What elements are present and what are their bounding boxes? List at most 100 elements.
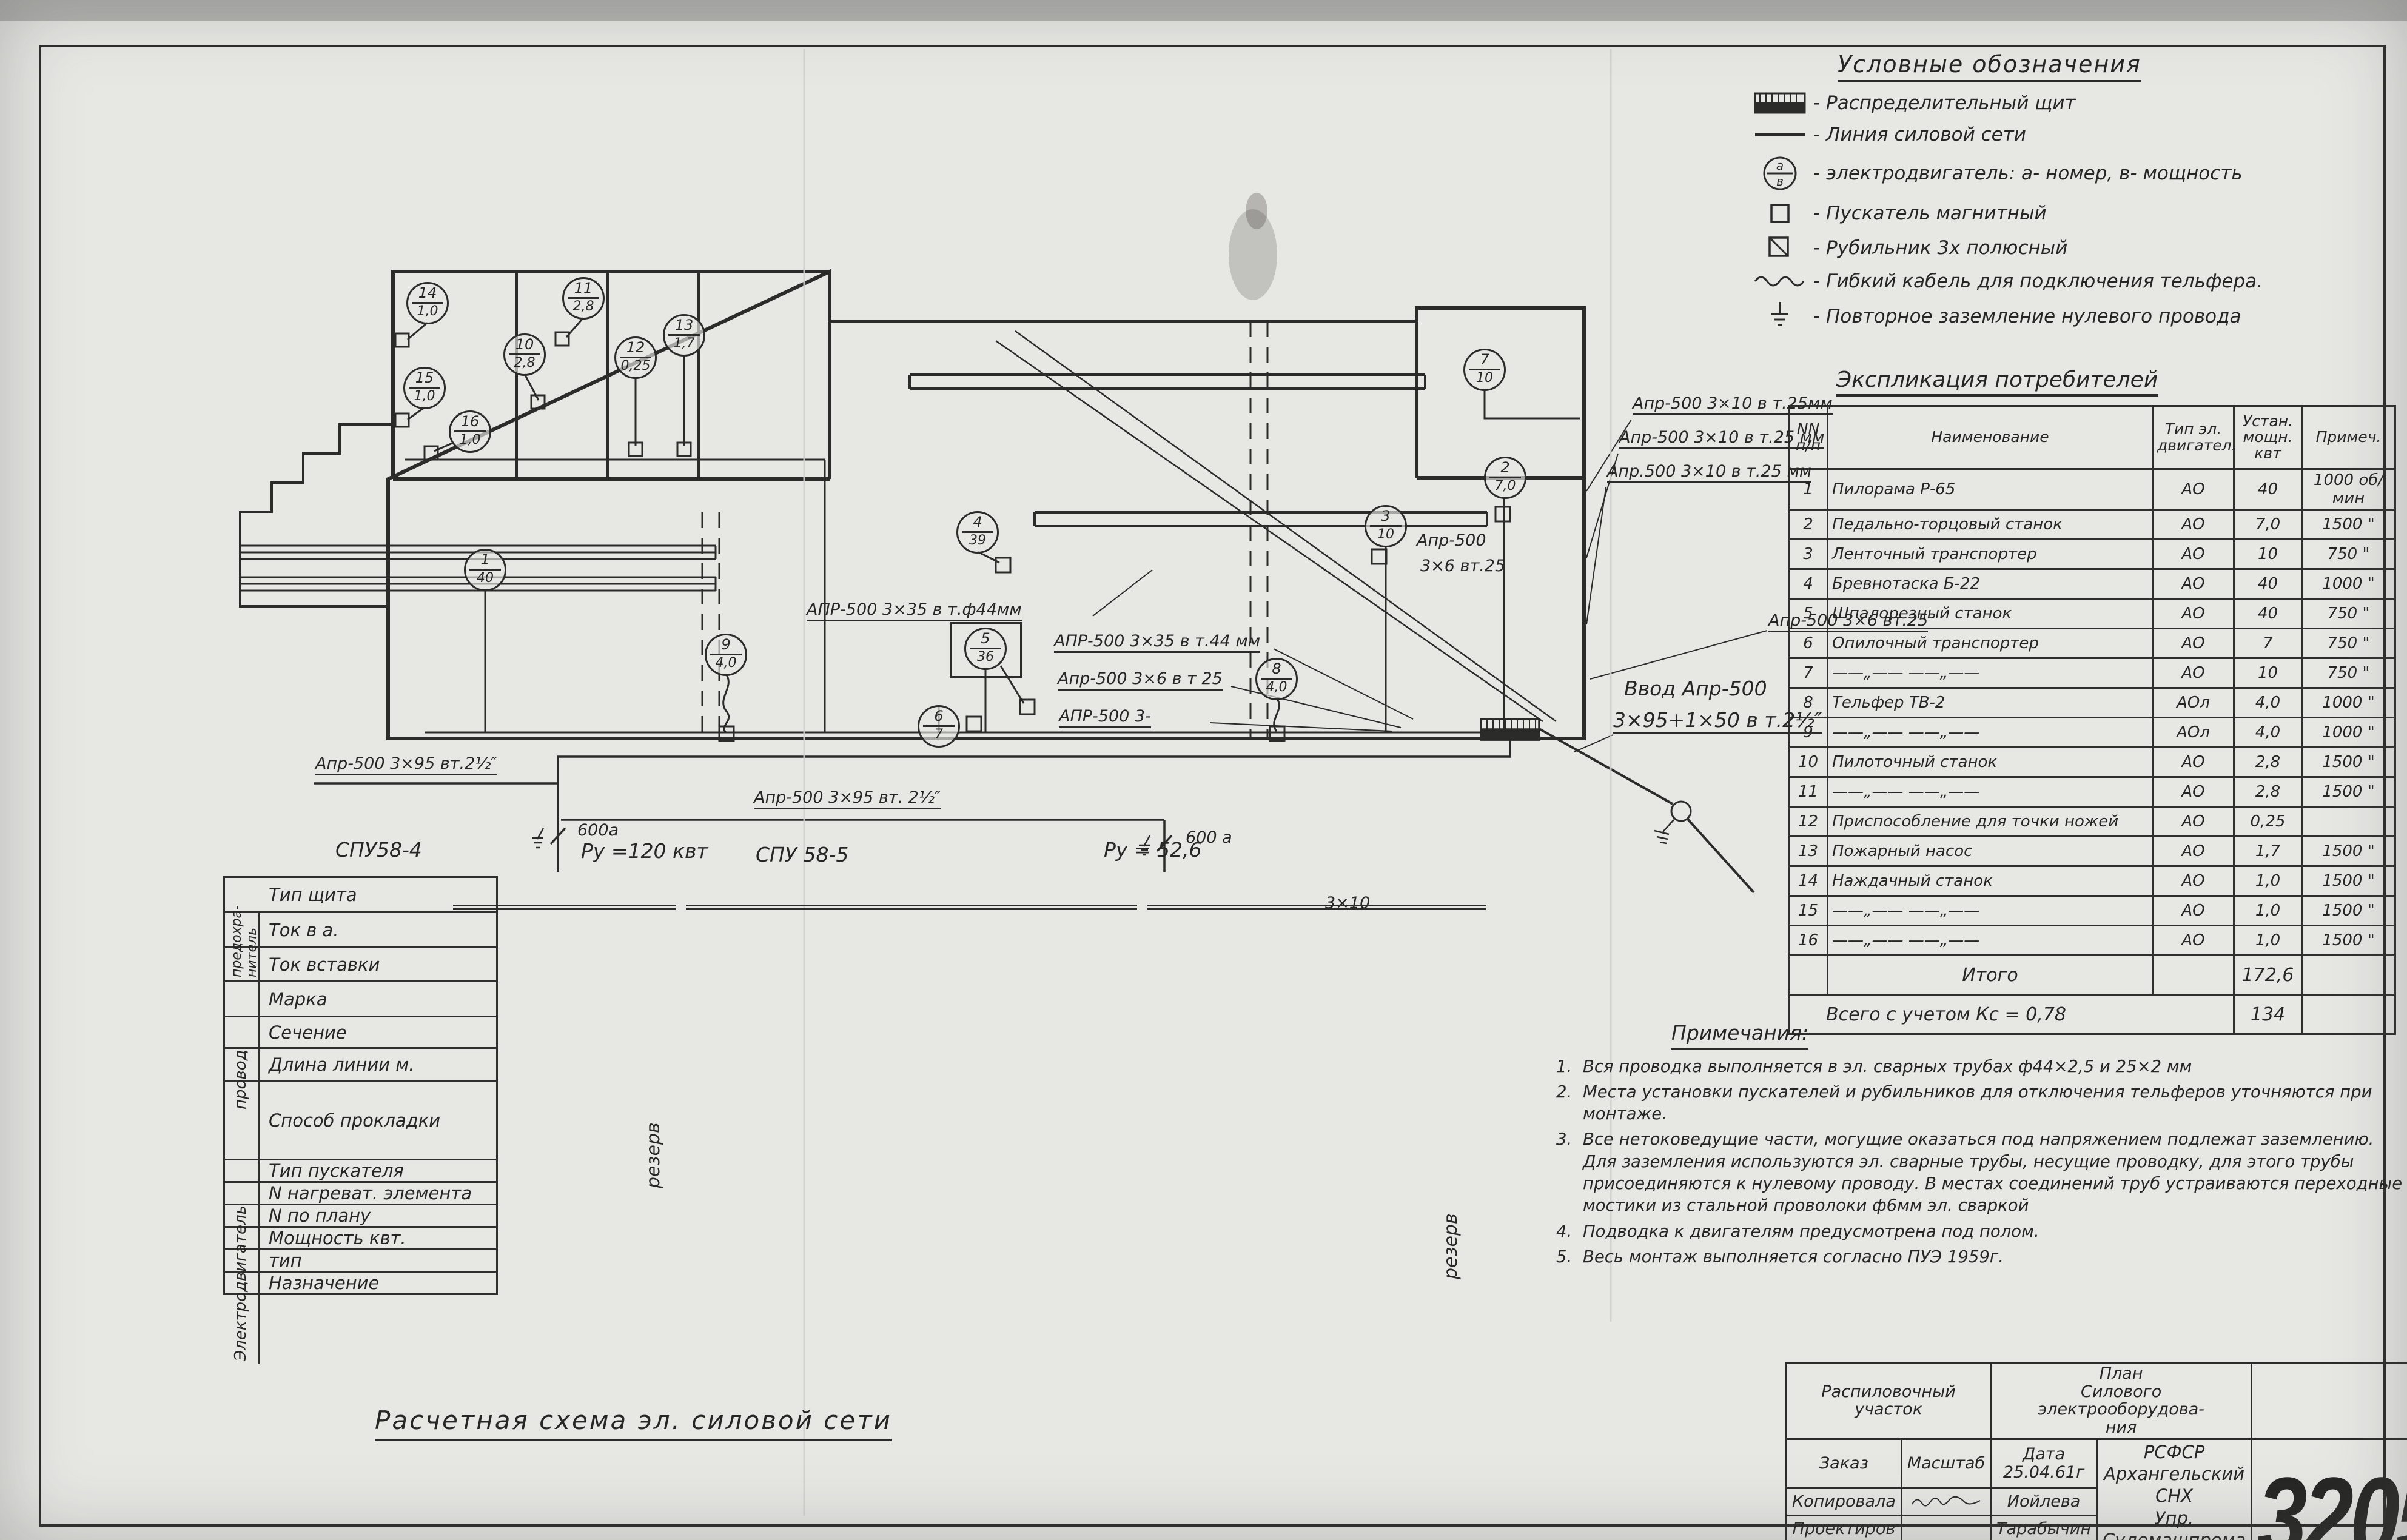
- calc-row: Сечение: [223, 1016, 498, 1049]
- legend-item: Распределительный щит: [1747, 91, 2365, 115]
- cable-label: Апр-500 3×6 в т 25: [1058, 669, 1223, 691]
- motor-symbol: 12 0,25: [614, 336, 657, 379]
- consumer-row: 15 ——„—— ——„—— АО 1,0 1500 ": [1788, 895, 2396, 926]
- motor-symbol: 2 7,0: [1484, 457, 1526, 499]
- consumer-row: 11 ——„—— ——„—— АО 2,8 1500 ": [1788, 776, 2396, 808]
- motor-symbol: 13 1,7: [663, 314, 705, 357]
- motor-symbol: 6 7: [918, 705, 960, 748]
- switchboard-icon: [1747, 91, 1813, 115]
- busbar: [686, 905, 1137, 910]
- magnetic-starter-icon: [1747, 201, 1813, 226]
- calc-row: Длина линии м.: [223, 1047, 498, 1082]
- signature: [1900, 1487, 1992, 1516]
- consumer-row: 6 Опилочный транспортер АО 7 750 ": [1788, 628, 2396, 659]
- reserve-column-label: резерв: [1440, 1213, 1462, 1279]
- calc-group-fuse: предохра- нитель: [229, 905, 260, 977]
- calc-row-label: Сечение: [223, 1016, 498, 1049]
- reserve-column-label: резерв: [643, 1122, 664, 1188]
- calc-row-label: Ток в а.: [223, 911, 498, 948]
- col-header: Наименование: [1827, 405, 2154, 470]
- cable-label: АПР-500 3×35 в т.44 мм: [1054, 632, 1261, 653]
- drawing-number: 3205: [2251, 1418, 2407, 1540]
- cable-label: Ру =120 квт: [581, 839, 708, 863]
- consumer-row: 4 Бревнотаска Б-22 АО 40 1000 ": [1788, 568, 2396, 600]
- cable-label: Апр-500 3×95 вт.2½″: [315, 754, 497, 775]
- calc-row-label: Длина линии м.: [223, 1047, 498, 1082]
- motor-symbol: 7 10: [1463, 349, 1506, 391]
- calc-row-label: Тип щита: [223, 876, 498, 913]
- cable-label: Апр-500: [1417, 531, 1486, 550]
- consumers-table: Экспликация потребителей NN п/п Наименов…: [1788, 367, 2396, 1035]
- calc-row-label: Назначение: [223, 1271, 498, 1295]
- calc-row-label: N нагреват. элемента: [223, 1181, 498, 1205]
- motor-symbol: 16 1,0: [449, 410, 491, 453]
- ground-icon: [1747, 301, 1813, 332]
- calc-row: Способ прокладки: [223, 1080, 498, 1160]
- motor-symbol: 4 39: [956, 511, 999, 554]
- note-item: 2. Места установки пускателей и рубильни…: [1556, 1082, 2372, 1124]
- note-item: 1. Вся проводка выполняется в эл. сварны…: [1556, 1056, 2192, 1076]
- grand-total-row: Всего с учетом Кс = 0,78 134: [1788, 994, 2396, 1035]
- svg-text:а: а: [1776, 158, 1784, 173]
- col-header: Устан. мощн. квт: [2233, 405, 2303, 470]
- knife-switch-icon: [1747, 234, 1813, 262]
- cable-label: Апр-500 3×10 в т.25мм: [1633, 394, 1833, 415]
- role-label: Проектиров: [1785, 1514, 1902, 1540]
- cable-label: Ру = 52,6: [1104, 838, 1202, 862]
- calc-row: Ток в а.: [223, 911, 498, 948]
- busbar: [1147, 905, 1486, 910]
- svg-text:в: в: [1776, 174, 1784, 189]
- calc-row-label: Способ прокладки: [223, 1080, 498, 1160]
- total-row: Итого 172,6: [1788, 954, 2396, 996]
- motor-symbol: 5 36: [950, 622, 1022, 678]
- calc-row: N по плану: [223, 1204, 498, 1228]
- consumer-row: 9 ——„—— ——„—— АОл 4,0 1000 ": [1788, 717, 2396, 748]
- motor-symbol: 8 4,0: [1255, 658, 1298, 700]
- cable-label: 600 а: [1186, 828, 1232, 847]
- calc-group-wire: провод: [232, 1050, 250, 1110]
- motor-symbol: 9 4,0: [705, 634, 747, 676]
- busbar: [453, 905, 676, 910]
- calc-row-label: Ток вставки: [223, 946, 498, 982]
- consumer-row: 10 Пилоточный станок АО 2,8 1500 ": [1788, 746, 2396, 778]
- consumer-row: 5 Шпалорезный станок АО 40 750 ": [1788, 598, 2396, 629]
- calc-group-divider: [258, 911, 260, 1364]
- col-header: NN п/п: [1788, 405, 1828, 470]
- legend-item: Линия силовой сети: [1747, 124, 2365, 146]
- cable-label: Апр.500 3×10 в т.25 мм: [1607, 462, 1812, 483]
- note-item: 5. Весь монтаж выполняется согласно ПУЭ …: [1556, 1247, 2004, 1267]
- scan-edge-artifact: [0, 0, 2407, 21]
- legend-item: Рубильник 3х полюсный: [1747, 234, 2365, 262]
- cable-label: Апр-500 3×95 вт. 2½″: [754, 788, 941, 809]
- motor-symbol: 1 40: [464, 549, 506, 591]
- cable-label: Апр-500 3×10 в т.25 мм: [1619, 428, 1825, 449]
- motor-symbol: 11 2,8: [562, 277, 605, 320]
- notes: Примечания: 1. Вся проводка выполняется …: [1556, 1020, 2404, 1271]
- cable-label: 600а: [577, 821, 619, 840]
- calc-row: тип: [223, 1248, 498, 1273]
- cable-label: АПР-500 3-: [1059, 707, 1151, 728]
- consumer-row: 2 Педально-торцовый станок АО 7,0 1500 ": [1788, 509, 2396, 540]
- col-header: Тип эл. двигателя: [2152, 405, 2235, 470]
- legend-title: Условные обозначения: [1838, 51, 2141, 82]
- calc-row: Тип пускателя: [223, 1159, 498, 1183]
- calc-row-label: Марка: [223, 980, 498, 1017]
- consumer-row: 3 Ленточный транспортер АО 10 750 ": [1788, 538, 2396, 570]
- calc-row: Назначение: [223, 1271, 498, 1295]
- calc-row: Марка: [223, 980, 498, 1017]
- calc-row-label: N по плану: [223, 1204, 498, 1228]
- consumer-row: 1 Пилорама Р-65 АО 40 1000 об/мин: [1788, 468, 2396, 511]
- note-item: 3. Все нетоковедущие части, могущие оказ…: [1556, 1130, 2403, 1216]
- role-label: Копировала: [1785, 1487, 1902, 1516]
- consumer-row: 14 Наждачный станок АО 1,0 1500 ": [1788, 865, 2396, 897]
- consumer-row: 12 Приспособление для точки ножей АО 0,2…: [1788, 806, 2396, 837]
- motor-symbol: 10 2,8: [503, 333, 546, 376]
- motor-symbol: 3 10: [1365, 505, 1407, 547]
- cable-label: АПР-500 3×35 в т.ф44мм: [807, 600, 1022, 621]
